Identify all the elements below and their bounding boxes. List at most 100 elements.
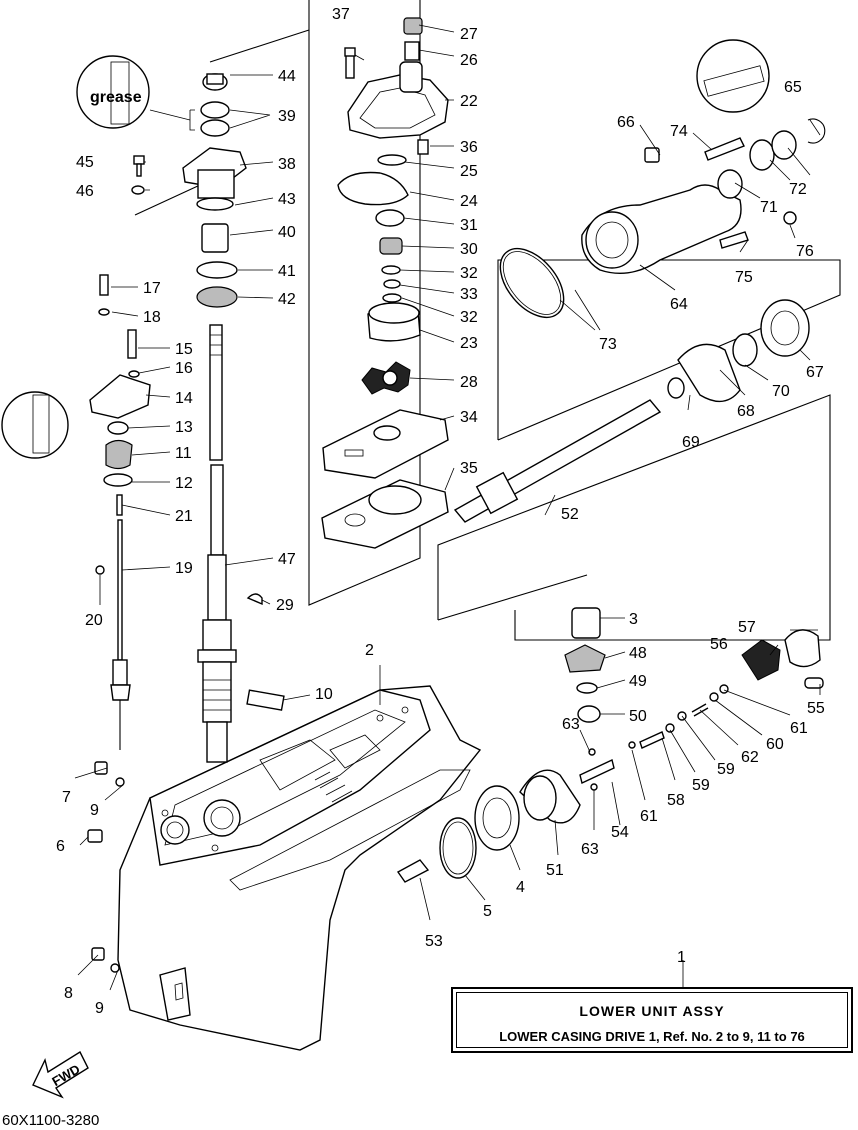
callout-label: 73	[599, 336, 617, 353]
callout-label: 4	[516, 879, 525, 896]
callout-label: 1	[677, 949, 686, 966]
callout-label: 75	[735, 269, 753, 286]
callout-label: 13	[175, 419, 193, 436]
callout-label: 43	[278, 191, 296, 208]
grease-symbol: grease	[76, 55, 150, 129]
grease-symbol-label: grease	[90, 89, 142, 106]
callout-label: 33	[460, 286, 478, 303]
callout-label: 18	[143, 309, 161, 326]
callout-label: 64	[670, 296, 688, 313]
callout-label: 32	[460, 309, 478, 326]
callout-label: 59	[692, 777, 710, 794]
callout-label: 11	[175, 445, 192, 462]
callout-label: 59	[717, 761, 735, 778]
group-outlines	[119, 0, 841, 946]
oil-seal-housing-parts	[182, 73, 247, 308]
callout-label: 3	[629, 611, 638, 628]
callout-label: 6	[56, 838, 65, 855]
callout-label: 12	[175, 475, 193, 492]
callout-label: 7	[62, 789, 71, 806]
callout-label: 63	[562, 716, 580, 733]
callout-label: 61	[790, 720, 808, 737]
callout-label: 53	[425, 933, 443, 950]
callout-label: 66	[617, 114, 635, 131]
callout-label: 16	[175, 360, 193, 377]
callout-label: 24	[460, 193, 478, 210]
callout-label: 38	[278, 156, 296, 173]
callout-label: 74	[670, 123, 688, 140]
callout-label: 27	[460, 26, 478, 43]
callout-label: 67	[806, 364, 824, 381]
callout-label: 56	[710, 636, 728, 653]
callout-label: 76	[796, 243, 814, 260]
callout-label: 23	[460, 335, 478, 352]
callout-label: 69	[682, 434, 700, 451]
callout-label: 45	[76, 154, 94, 171]
callout-label: 70	[772, 383, 790, 400]
callout-label: 63	[581, 841, 599, 858]
callout-label: 55	[807, 700, 825, 717]
callout-label: 48	[629, 645, 647, 662]
callout-label: 14	[175, 390, 193, 407]
callout-label: 51	[546, 862, 564, 879]
assembly-reference: LOWER CASING DRIVE 1, Ref. No. 2 to 9, 1…	[499, 1029, 805, 1044]
callout-label: 46	[76, 183, 94, 200]
callout-label: 28	[460, 374, 478, 391]
leader-lines	[74, 24, 821, 991]
callout-label: 40	[278, 224, 296, 241]
callout-label: 9	[95, 1000, 104, 1017]
callout-label: 41	[278, 263, 296, 280]
callout-label: 8	[64, 985, 73, 1002]
callout-label: 20	[85, 612, 103, 629]
title-block: LOWER UNIT ASSY LOWER CASING DRIVE 1, Re…	[451, 987, 853, 1053]
callout-label: 32	[460, 265, 478, 282]
callout-label: 50	[629, 708, 647, 725]
callout-label: 52	[561, 506, 579, 523]
callout-label: 10	[315, 686, 333, 703]
callout-label: 36	[460, 139, 478, 156]
callout-label: 71	[760, 199, 778, 216]
callout-label: 60	[766, 736, 784, 753]
callout-label: 17	[143, 280, 161, 297]
callout-label: 30	[460, 241, 478, 258]
shift-rod-parts	[89, 274, 151, 701]
title-block-frame	[456, 992, 848, 1048]
callout-numbers: 2 3 4 5 6 7 8 9 9 10 11 12 13 14 15 16 1…	[56, 6, 825, 1017]
lower-casing	[117, 685, 482, 1051]
callout-label: 2	[365, 642, 374, 659]
callout-label: 22	[460, 93, 478, 110]
callout-label: 58	[667, 792, 685, 809]
callout-label: 61	[640, 808, 658, 825]
callout-label: 25	[460, 163, 478, 180]
callout-label: 65	[784, 79, 802, 96]
callout-label: 37	[332, 6, 350, 23]
callout-label: 34	[460, 409, 478, 426]
grease-symbol	[1, 391, 69, 459]
assembly-name: LOWER UNIT ASSY	[579, 1003, 725, 1019]
callout-label: 15	[175, 341, 193, 358]
callout-label: 57	[738, 619, 756, 636]
drive-shaft	[197, 324, 237, 763]
callout-label: 21	[175, 508, 193, 525]
callout-label: 9	[90, 802, 99, 819]
water-pump-parts	[321, 17, 449, 549]
callout-label: 49	[629, 673, 647, 690]
callout-label: 47	[278, 551, 296, 568]
grease-symbol	[696, 39, 770, 113]
callout-label: 26	[460, 52, 478, 69]
callout-label: 62	[741, 749, 759, 766]
callout-label: 35	[460, 460, 478, 477]
callout-label: 72	[789, 181, 807, 198]
callout-label: 19	[175, 560, 193, 577]
callout-label: 29	[276, 597, 294, 614]
fwd-arrow-icon: FWD	[32, 1050, 89, 1099]
drawing-code: 60X1100-3280	[2, 1112, 100, 1129]
callout-label: 5	[483, 903, 492, 920]
callout-label: 44	[278, 68, 296, 85]
callout-label: 39	[278, 108, 296, 125]
callout-label: 31	[460, 217, 478, 234]
callout-label: 54	[611, 824, 629, 841]
callout-label: 42	[278, 291, 296, 308]
callout-label: 68	[737, 403, 755, 420]
